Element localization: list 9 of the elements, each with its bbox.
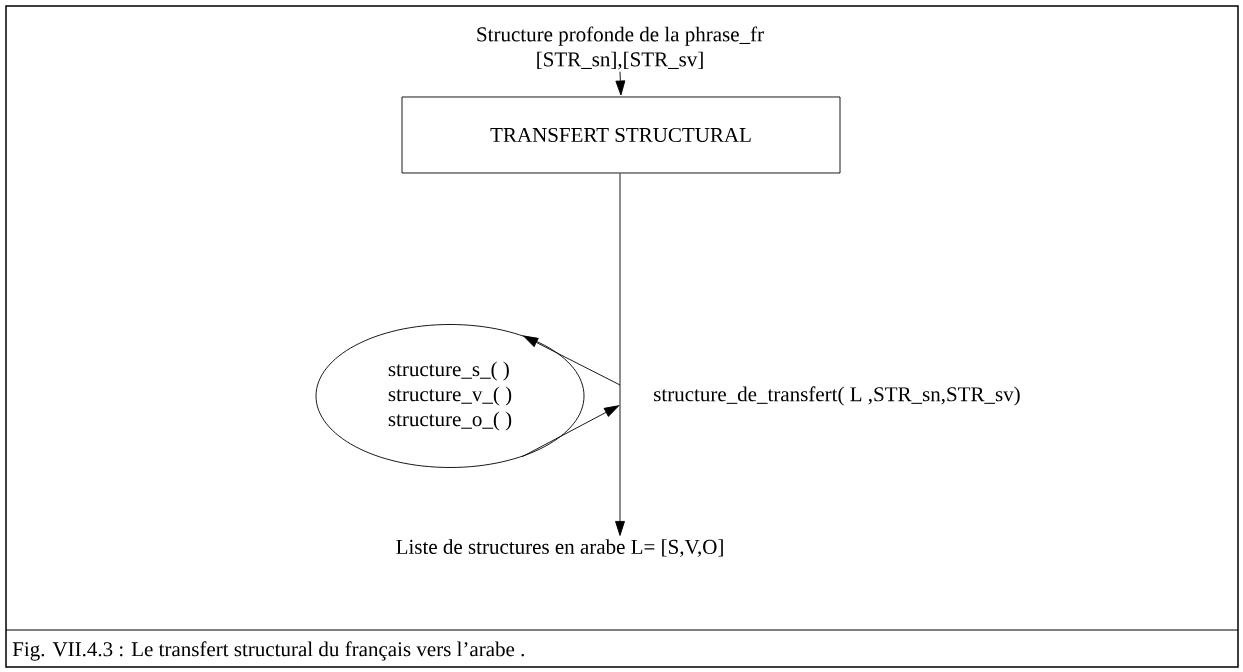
arrow xyxy=(523,335,621,386)
output-text: Liste de structures en arabe L= [S,V,O] xyxy=(396,539,723,557)
caption: Fig. VII.4.3 : Le transfert structural du français vers l’arabe . xyxy=(12,641,524,661)
arrow xyxy=(615,173,625,536)
arrow xyxy=(521,405,620,458)
arrow xyxy=(615,71,626,96)
edge-label: structure_de_transfert( L ,STR_sn,STR_sv) xyxy=(652,385,1022,407)
process-box: TRANSFERT STRUCTURAL xyxy=(401,96,841,174)
input-text: Structure profonde de la phrase_fr [STR_sn],[STR_sv] xyxy=(477,26,764,70)
